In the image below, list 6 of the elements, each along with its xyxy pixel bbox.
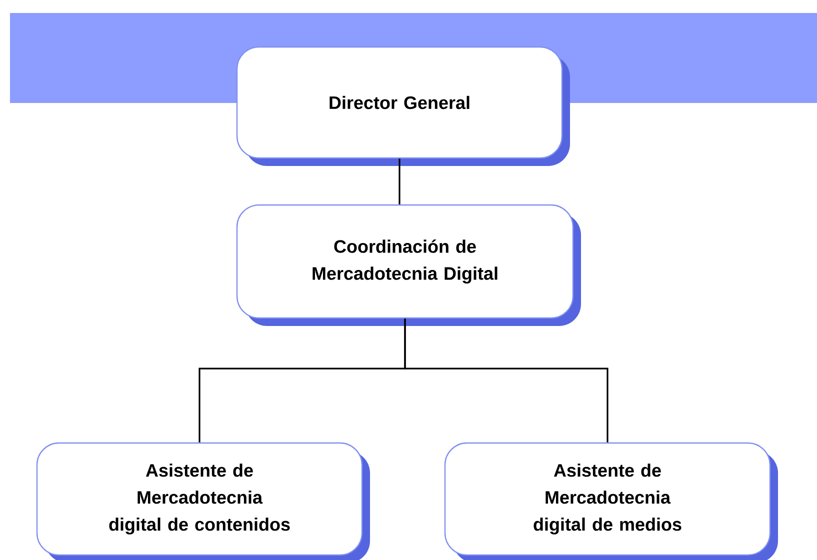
org-box: Coordinación de Mercadotecnia Digital xyxy=(236,204,581,326)
org-box: Asistente de Mercadotecnia digital de medios xyxy=(444,442,778,560)
org-box: Asistente de Mercadotecnia digital de contenidos xyxy=(36,442,370,560)
connector-line xyxy=(404,318,608,442)
connector-line xyxy=(398,158,400,204)
org-box: Director General xyxy=(236,46,570,166)
